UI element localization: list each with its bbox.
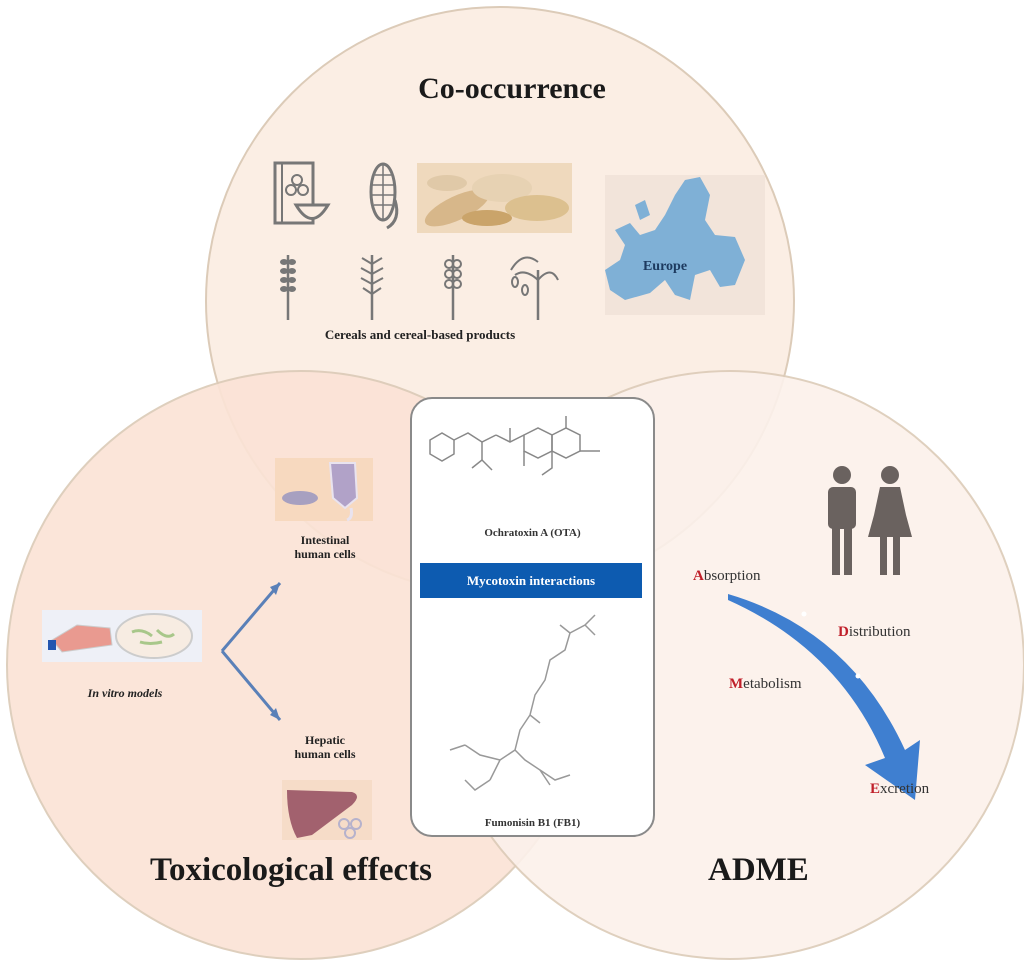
mycotoxin-center-panel — [410, 397, 655, 837]
oat-icon — [510, 256, 559, 320]
cereals-label: Cereals and cereal-based products — [324, 327, 516, 342]
ochratoxin-a-structure — [429, 416, 600, 476]
cell-culture-flask-and-dish-icon — [42, 610, 202, 662]
intestine-icon — [275, 458, 373, 522]
adme-flow-arrow — [728, 594, 920, 800]
hepatic-cells-label: Hepatic human cells — [294, 733, 356, 761]
mycotoxin-interactions-banner: Mycotoxin interactions — [420, 563, 642, 598]
fumonisin-label: Fumonisin B1 (FB1) — [484, 817, 581, 829]
adme-title: ADME — [708, 852, 809, 888]
grain-photo — [417, 163, 572, 233]
in-vitro-models-label: In vitro models — [87, 686, 163, 700]
corn-icon — [369, 162, 399, 230]
co-occurrence-title: Co-occurrence — [418, 72, 606, 105]
absorption-label: Absorption — [693, 568, 761, 584]
europe-label: Europe — [642, 259, 688, 274]
toxicological-effects-title: Toxicological effects — [150, 852, 432, 888]
wheat-icon — [280, 255, 296, 320]
cereal-box-bowl-icon — [273, 161, 331, 225]
liver-icon — [282, 780, 372, 840]
ochratoxin-label: Ochratoxin A (OTA) — [484, 527, 581, 539]
excretion-label: Excretion — [870, 781, 930, 797]
distribution-label: Distribution — [838, 624, 911, 640]
branch-arrows — [220, 582, 282, 721]
barley-icon — [360, 255, 384, 320]
human-figures-icon — [828, 466, 912, 575]
europe-map — [605, 175, 765, 315]
metabolism-label: Metabolism — [729, 676, 802, 692]
rye-icon — [444, 255, 462, 320]
fumonisin-b1-structure — [449, 614, 596, 791]
intestinal-cells-label: Intestinal human cells — [294, 533, 356, 561]
